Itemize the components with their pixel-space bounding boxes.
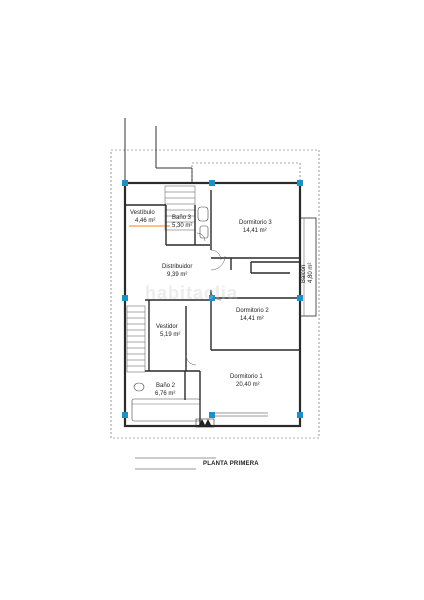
stair-marker	[198, 419, 212, 427]
room-name-bano3: Baño 3	[172, 215, 192, 221]
column	[209, 412, 215, 418]
staircase-top	[164, 185, 196, 231]
balcony-outline	[299, 217, 317, 317]
room-area-distribuidor: 9,39 m²	[167, 272, 187, 278]
roof-outline	[191, 162, 301, 184]
room-area-dormitorio3: 14,41 m²	[243, 228, 267, 234]
room-area-dormitorio1: 20,40 m²	[236, 382, 260, 388]
room-area-bano2: 6,76 m²	[155, 391, 175, 397]
column	[209, 180, 215, 186]
room-name-vestibulo: Vestíbulo	[130, 210, 155, 216]
room-area-dormitorio2: 14,41 m²	[240, 316, 264, 322]
column	[297, 412, 303, 418]
door-swings	[185, 232, 226, 366]
column	[122, 412, 128, 418]
watermark: habitaclia	[145, 283, 239, 303]
column	[209, 295, 215, 301]
room-area-vestidor: 5,19 m²	[160, 332, 180, 338]
room-name-vestidor: Vestidor	[156, 324, 178, 330]
plan-title: PLANTA PRIMERA	[203, 461, 259, 467]
room-name-bano2: Baño 2	[156, 383, 176, 389]
room-area-vestibulo: 4,46 m²	[135, 218, 155, 224]
room-name-dormitorio3: Dormitorio 3	[239, 220, 272, 226]
staircase-left	[126, 305, 146, 373]
column	[297, 295, 303, 301]
column	[297, 180, 303, 186]
room-area-bano3: 5,30 m²	[172, 223, 192, 229]
column	[122, 295, 128, 301]
columns	[122, 180, 303, 418]
room-name-distribuidor: Distribuidor	[162, 264, 192, 270]
room-name-dormitorio1: Dormitorio 1	[230, 374, 263, 380]
plot-boundary	[110, 149, 320, 439]
column	[122, 180, 128, 186]
room-name-dormitorio2: Dormitorio 2	[236, 308, 269, 314]
bathroom-fixtures	[131, 206, 209, 422]
room-name-balcon: Balcón	[301, 265, 307, 283]
interior-walls	[125, 190, 300, 426]
room-area-balcon: 4,80 m²	[308, 263, 314, 283]
